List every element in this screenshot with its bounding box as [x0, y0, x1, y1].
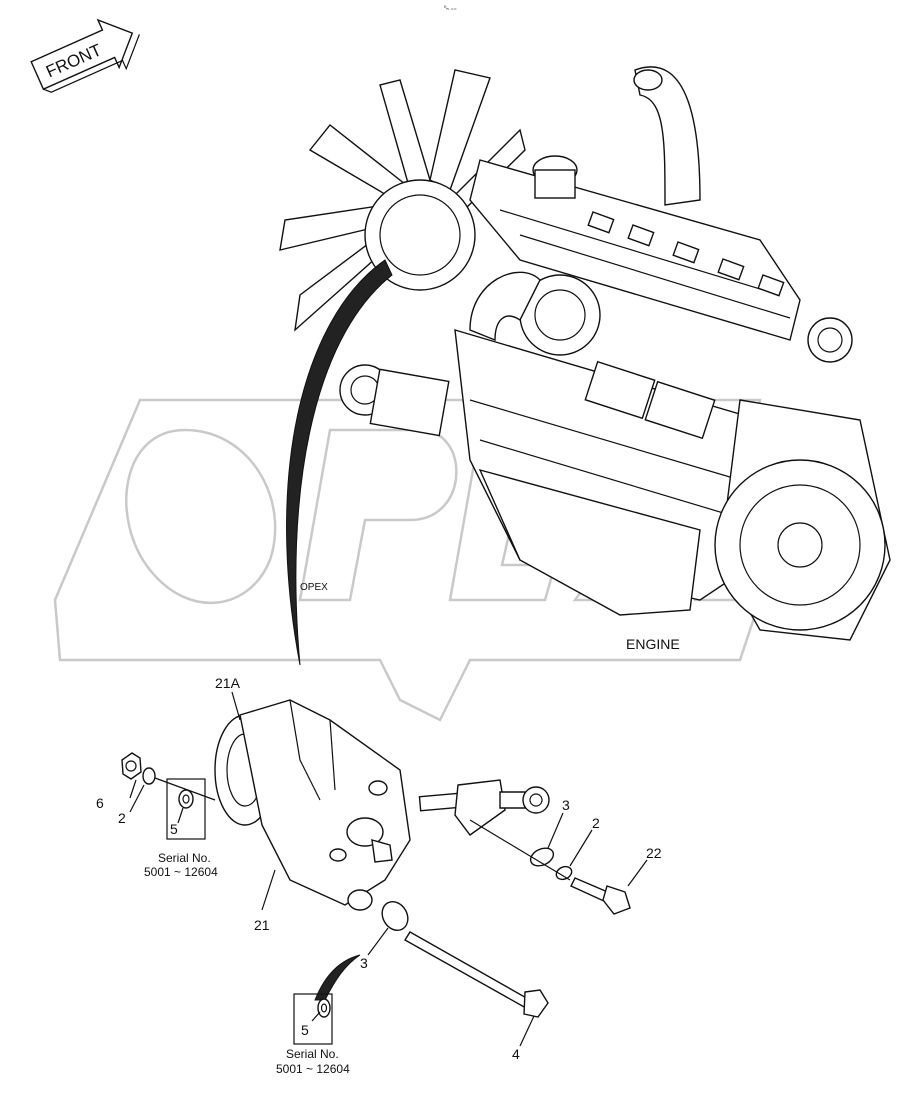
engine-label: ENGINE: [626, 636, 680, 652]
long-bolt-part-4: [404, 931, 549, 1018]
injectors: [587, 211, 785, 297]
callout-3-right: 3: [562, 797, 570, 813]
callout-21: 21: [254, 917, 270, 933]
callout-4: 4: [512, 1046, 520, 1062]
serial-note-left-line2: 5001 ~ 12604: [144, 865, 218, 879]
washer-part-3-bottom: [381, 900, 409, 932]
watermark-text: OPEX: [300, 582, 328, 593]
serial-note-left-line1: Serial No.: [158, 851, 211, 865]
serial-note-bottom-line1: Serial No.: [286, 1047, 339, 1061]
bolt-axis-right: [469, 819, 571, 881]
washer-part-3-right: [529, 847, 555, 867]
callout-5-bottom: 5: [301, 1022, 309, 1038]
serial-note-bottom-line2: 5001 ~ 12604: [276, 1062, 350, 1076]
serial-box-left: [166, 778, 206, 840]
serial-leader-bottom: [314, 954, 361, 1001]
header-mark: ⁰ₙ ₌₌: [444, 5, 457, 12]
callout-6: 6: [96, 795, 104, 811]
callout-5-left: 5: [170, 821, 178, 837]
callout-3-bottom: 3: [360, 955, 368, 971]
front-arrow: FRONT: [30, 18, 140, 93]
callout-22: 22: [646, 845, 662, 861]
washer-part-2-right: [555, 865, 573, 881]
callout-2-left: 2: [118, 810, 126, 826]
engine-assembly: ENGINE: [279, 66, 891, 652]
serial-box-bottom: [293, 993, 333, 1045]
callout-leaders: [129, 691, 648, 1047]
bolt-part-22: [570, 877, 631, 915]
washer-part-2-left: [142, 767, 156, 785]
nut-part-6: [121, 752, 142, 780]
callout-2-right: 2: [592, 815, 600, 831]
alternator: [214, 699, 411, 911]
adjuster-link: [418, 779, 550, 836]
callout-21A: 21A: [215, 675, 241, 691]
alternator-leader: [286, 259, 393, 666]
